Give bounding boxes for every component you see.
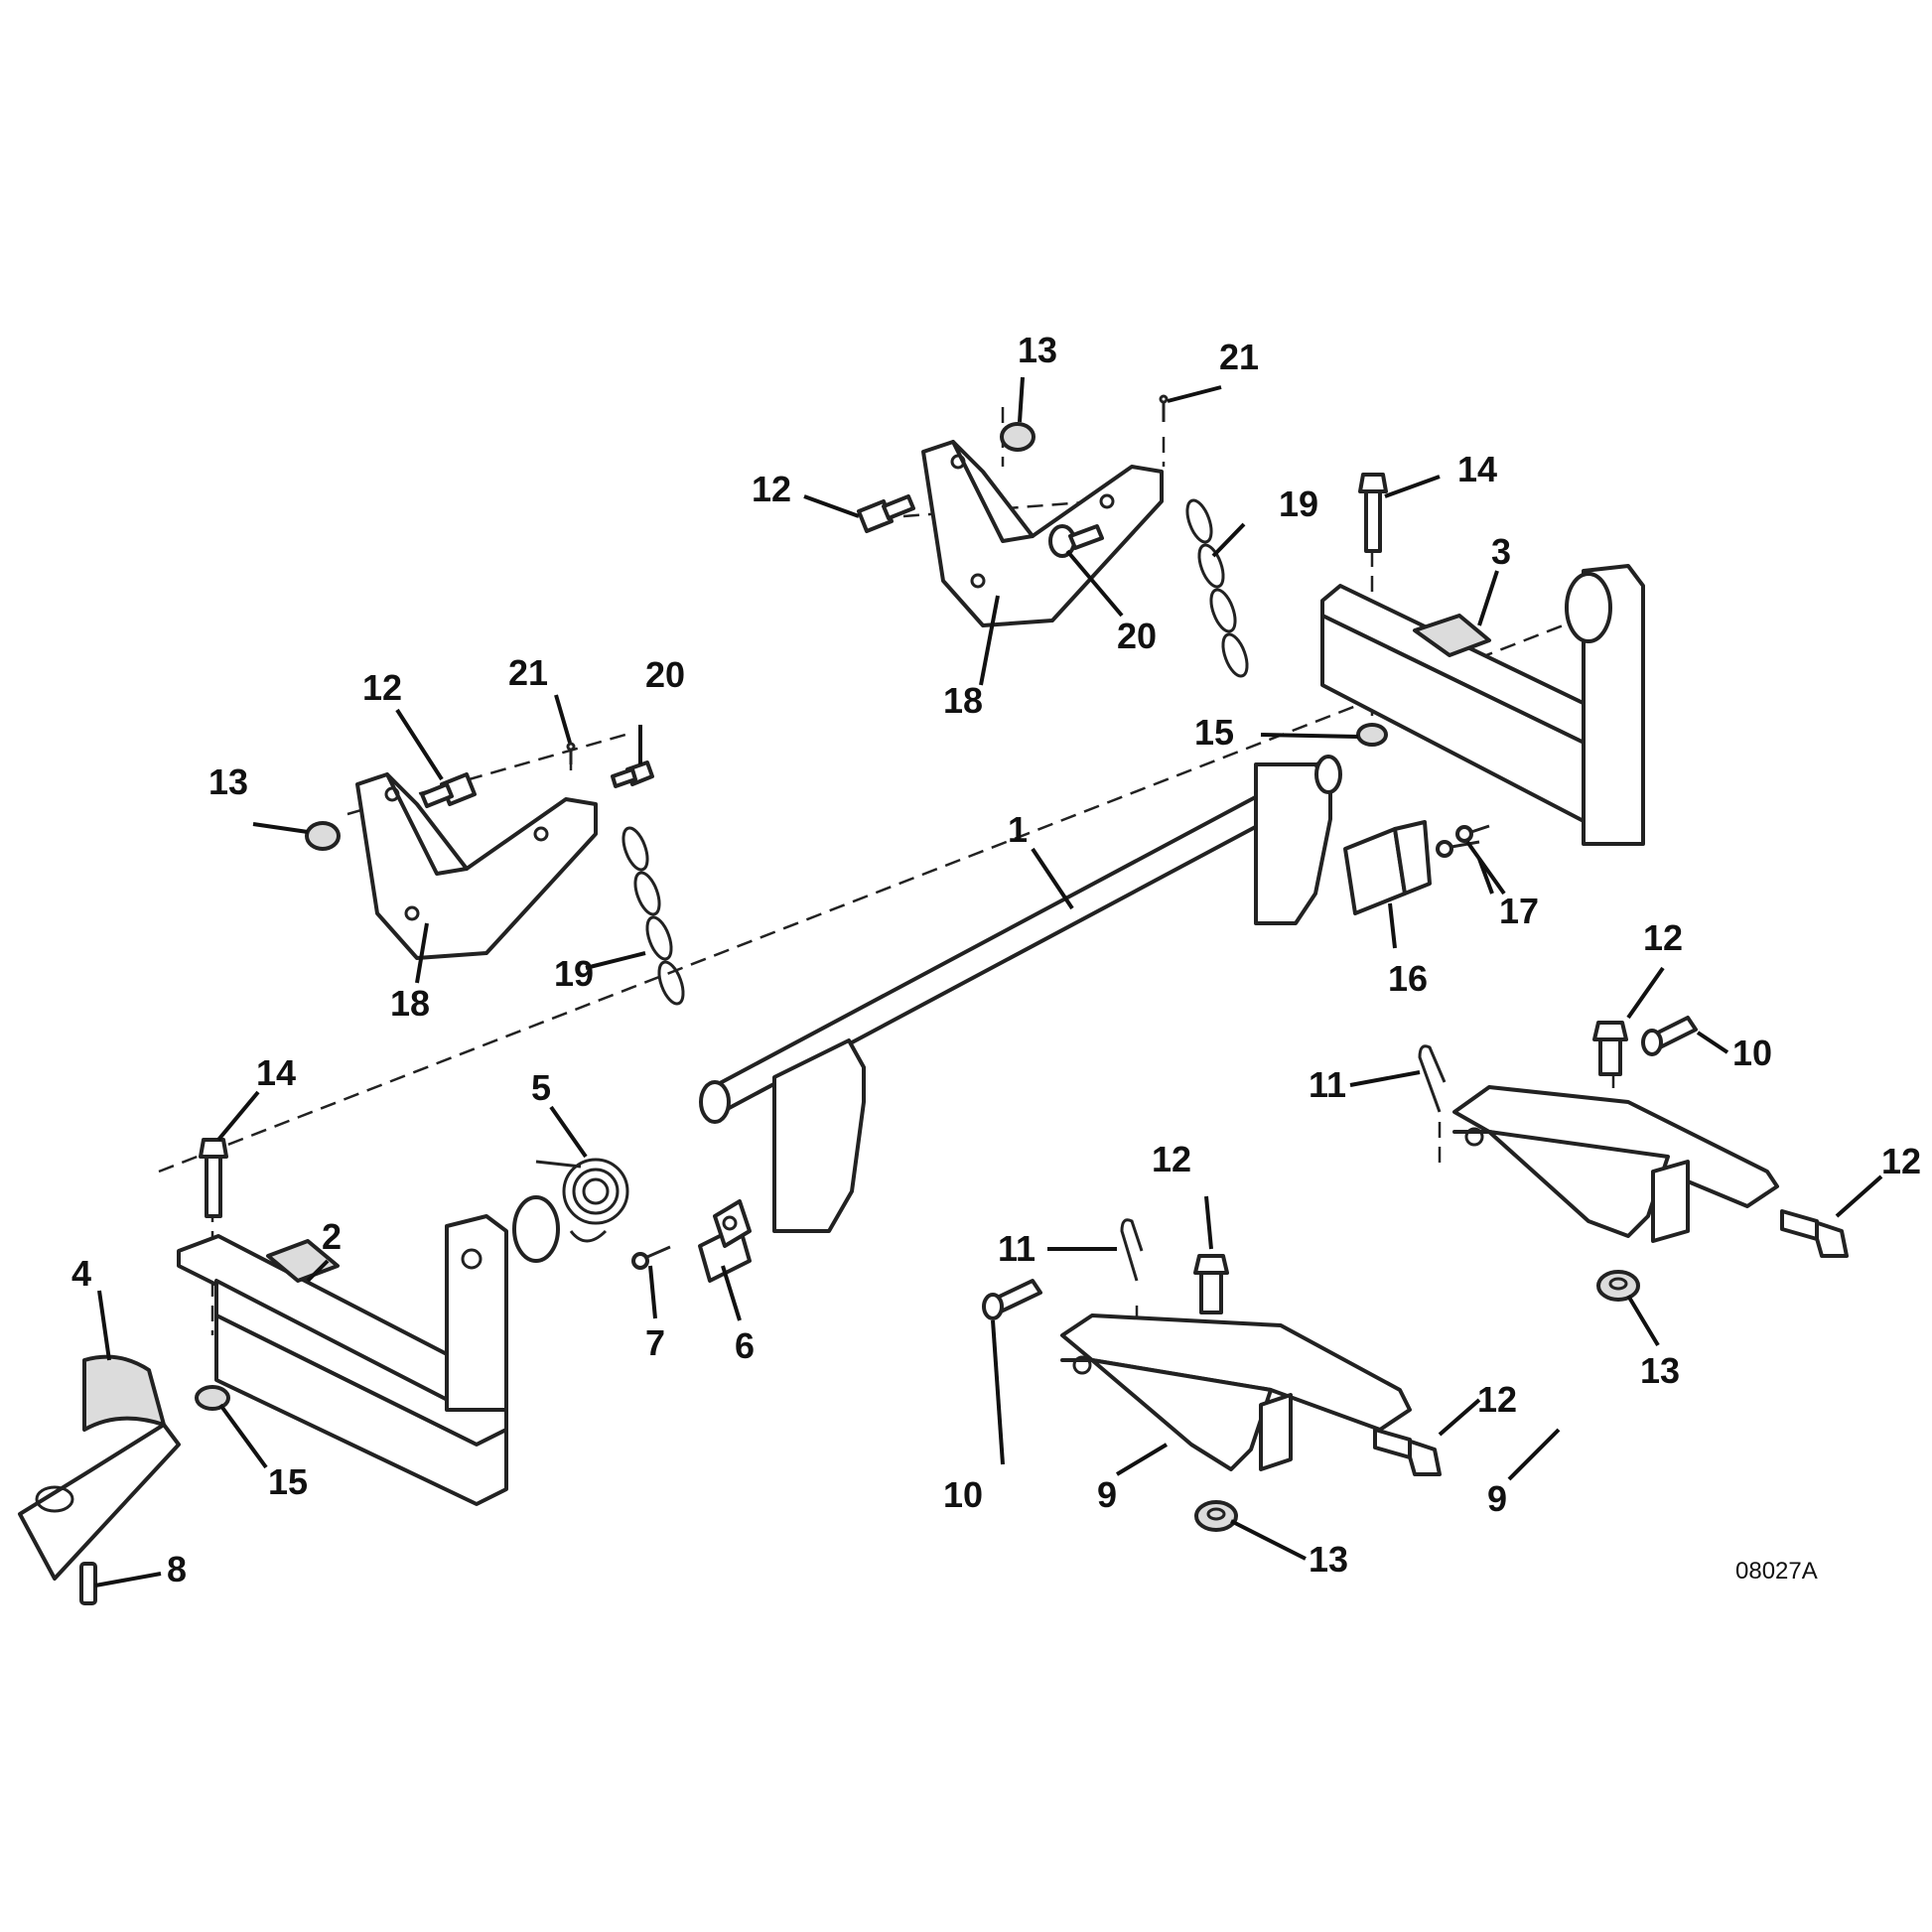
callout-14-left: 14 — [256, 1052, 296, 1093]
callout-13-latch-right: 13 — [1018, 330, 1057, 370]
rock-shaft — [699, 755, 1342, 1233]
screws-17 — [1436, 824, 1490, 858]
callout-13-lower: 13 — [1309, 1539, 1348, 1580]
callout-17: 17 — [1499, 891, 1539, 931]
callout-12-lower-top: 12 — [1152, 1139, 1191, 1179]
cotter-21-latch-right — [1159, 394, 1169, 422]
bolt-12-upper-top — [1592, 1021, 1628, 1076]
callout-9-upper: 9 — [1487, 1478, 1507, 1519]
callout-8: 8 — [167, 1549, 187, 1589]
hairpin-lower — [1120, 1218, 1144, 1282]
callout-12-latch-right: 12 — [752, 469, 791, 509]
callout-1: 1 — [1008, 809, 1028, 850]
leader-lines — [94, 376, 1883, 1587]
callout-7: 7 — [645, 1322, 665, 1363]
pin-20-latch-right — [1048, 524, 1104, 558]
callout-19-left: 19 — [554, 953, 594, 994]
torsion-spring — [535, 1158, 629, 1243]
bolt-14-right — [1358, 473, 1388, 553]
callout-2: 2 — [322, 1216, 342, 1257]
bolt-12-lower-top — [1193, 1254, 1229, 1314]
pivot-bracket-lower — [1060, 1313, 1412, 1471]
callout-11-upper: 11 — [1309, 1064, 1346, 1105]
callout-4: 4 — [71, 1253, 91, 1294]
lift-arm-left — [177, 1195, 560, 1506]
nut-13-latch-left — [305, 821, 341, 851]
bolt-12-upper-side — [1780, 1209, 1849, 1258]
callout-12-latch-left: 12 — [362, 667, 402, 708]
cotter-21-latch-left — [566, 742, 576, 764]
callout-5: 5 — [531, 1067, 551, 1108]
callout-18-right: 18 — [943, 680, 983, 721]
callout-16: 16 — [1388, 958, 1428, 999]
callout-13-upper: 13 — [1640, 1350, 1680, 1391]
callout-labels: 1 2 3 4 5 6 7 8 9 9 10 10 11 11 12 12 12… — [71, 330, 1921, 1589]
callout-9-lower: 9 — [1097, 1474, 1117, 1515]
stop-bracket — [698, 1199, 752, 1283]
callout-12-upper-top: 12 — [1643, 917, 1683, 958]
pin-8 — [79, 1562, 97, 1605]
lift-arm-right — [1320, 564, 1645, 846]
callout-12-upper-side: 12 — [1881, 1141, 1921, 1181]
clevis-pin-upper — [1641, 1016, 1698, 1056]
callout-10-lower: 10 — [943, 1474, 983, 1515]
callout-13-latch-left: 13 — [208, 761, 248, 802]
callout-18-left: 18 — [390, 983, 430, 1024]
latch-plate-left — [355, 772, 598, 960]
nut-13-upper — [1596, 1270, 1640, 1302]
nut-13-latch-right — [1000, 422, 1035, 452]
bolt-12-latch-left — [420, 772, 477, 808]
callout-3: 3 — [1491, 531, 1511, 572]
screw-7 — [631, 1245, 671, 1270]
callout-20-latch-left: 20 — [645, 654, 685, 695]
figure-reference: 08027A — [1735, 1558, 1818, 1585]
bolt-14-left — [199, 1138, 228, 1218]
pivot-bracket-upper — [1452, 1085, 1779, 1243]
bracket-16 — [1343, 820, 1432, 915]
callout-14-right: 14 — [1457, 449, 1497, 489]
bolt-12-latch-right — [857, 494, 915, 533]
callout-21-latch-right: 21 — [1219, 337, 1259, 377]
callout-12-lower-side: 12 — [1477, 1379, 1517, 1420]
bolt-12-lower-side — [1373, 1428, 1442, 1476]
callout-11-lower: 11 — [998, 1228, 1035, 1269]
callout-19-right: 19 — [1279, 483, 1318, 524]
pin-20-latch-left — [611, 760, 654, 788]
callout-15-right: 15 — [1194, 712, 1234, 753]
washer-15-right — [1356, 723, 1388, 747]
callout-20-latch-right: 20 — [1117, 616, 1157, 656]
hairpin-upper — [1418, 1044, 1447, 1113]
washer-15-left — [195, 1385, 230, 1411]
chain-left — [621, 826, 685, 1006]
callout-10-upper: 10 — [1732, 1033, 1772, 1073]
nut-13-lower — [1194, 1500, 1238, 1532]
lift-plate — [18, 1354, 181, 1581]
callout-6: 6 — [735, 1325, 755, 1366]
chain-right — [1185, 498, 1249, 678]
latch-plate-right — [921, 440, 1164, 627]
callout-21-latch-left: 21 — [508, 652, 548, 693]
callout-15-left: 15 — [268, 1461, 308, 1502]
clevis-pin-lower — [982, 1279, 1042, 1320]
